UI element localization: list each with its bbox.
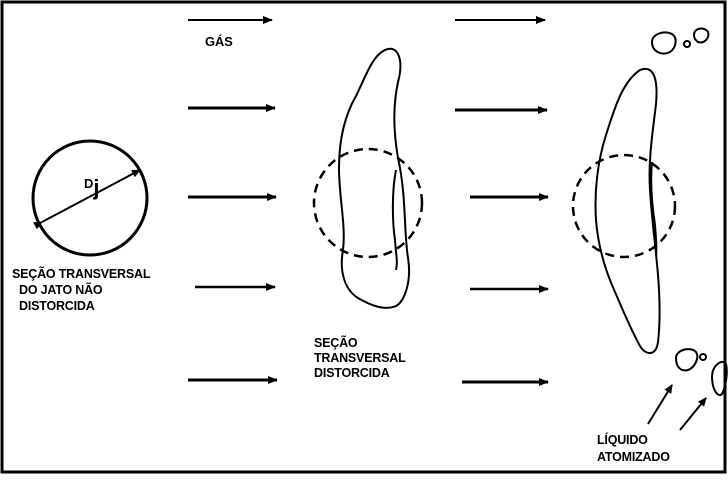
diameter-subscript: j	[93, 175, 99, 200]
original-section-dashed-circle	[573, 155, 675, 257]
droplet	[700, 354, 706, 360]
label-line: SEÇÃO TRANSVERSAL	[12, 266, 150, 282]
distorted-section-2	[573, 69, 675, 353]
diameter-symbol: D	[84, 176, 93, 191]
undistorted-section-label: SEÇÃO TRANSVERSAL DO JATO NÃO DISTORCIDA	[12, 266, 150, 314]
undistorted-jet-section	[33, 141, 147, 255]
diameter-label: Dj	[84, 168, 100, 194]
section-boundary-line	[393, 170, 397, 270]
distorted-sheet-outline	[595, 69, 659, 353]
gas-label: GÁS	[205, 34, 233, 50]
label-line: DISTORCIDA	[19, 298, 150, 314]
atomized-droplets-top	[652, 28, 708, 53]
gas-flow-arrows-column-1	[188, 20, 277, 380]
droplet	[684, 41, 690, 47]
label-line: ATOMIZADO	[597, 449, 670, 466]
droplet	[694, 28, 708, 42]
atomized-pointer-arrows	[648, 385, 706, 430]
label-line: LÍQUIDO	[597, 432, 670, 449]
distorted-section-label: SEÇÃO TRANSVERSAL DISTORCIDA	[314, 336, 406, 381]
atomized-droplets-bottom	[676, 349, 727, 395]
atomized-liquid-label: LÍQUIDO ATOMIZADO	[597, 432, 670, 466]
pointer-arrow	[648, 385, 672, 424]
distorted-section-1	[314, 49, 422, 308]
label-line: DO JATO NÃO	[19, 282, 150, 298]
droplet	[652, 32, 676, 53]
pointer-arrow	[680, 398, 706, 430]
label-line: SEÇÃO	[314, 336, 406, 351]
label-line: DISTORCIDA	[314, 366, 406, 381]
droplet	[676, 349, 697, 370]
label-line: TRANSVERSAL	[314, 351, 406, 366]
jet-circle	[33, 141, 147, 255]
diagram-frame	[2, 2, 725, 472]
distorted-sheet-outline	[339, 49, 409, 308]
gas-flow-arrows-column-2	[455, 20, 548, 382]
